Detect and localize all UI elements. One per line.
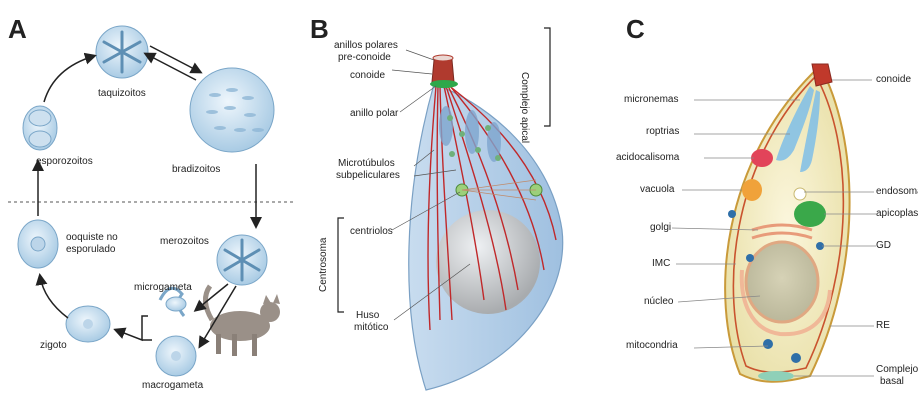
label-bradyzoites: bradizoitos <box>172 164 220 175</box>
arrow-zygote-to-oocyst <box>40 276 68 318</box>
label-spindle-line1: Huso <box>356 310 379 321</box>
label-oocyst-line1: ooquiste no <box>66 232 118 243</box>
label-basal-complex-line2: basal <box>880 376 904 387</box>
polar-ring <box>430 80 458 88</box>
centrosome-bracket <box>338 218 344 312</box>
label-acidocalcisome: acidocalisoma <box>616 152 679 163</box>
preconoid-ring <box>433 55 453 61</box>
arrow-sporozoite-to-tachy <box>44 56 94 102</box>
panel-c-letter: C <box>626 14 645 45</box>
basal-complex <box>758 371 794 381</box>
lifecycle-diagram <box>0 0 300 396</box>
label-conoid: conoide <box>876 74 911 85</box>
nucleus <box>746 242 818 322</box>
label-rhoptries: roptrias <box>646 126 679 137</box>
arrow-tachy-to-brady <box>150 46 200 72</box>
acidocalcisome <box>751 149 773 167</box>
label-microtubules-line1: Microtúbulos <box>338 158 395 169</box>
label-apical-complex: Complejo apical <box>519 72 530 143</box>
label-microgamete: microgameta <box>134 282 192 293</box>
tachyzoite-cell <box>96 26 148 78</box>
label-conoid: conoide <box>350 70 385 81</box>
organelle-diagram <box>610 0 918 396</box>
unsporulated-oocyst <box>18 220 58 268</box>
label-er: RE <box>876 320 890 331</box>
endosome <box>794 188 806 200</box>
label-polar-ring: anillo polar <box>350 108 398 119</box>
label-vacuole: vacuola <box>640 184 674 195</box>
label-dense-granules: GD <box>876 240 891 251</box>
label-preconoid-rings-line1: anillos polares <box>334 40 398 51</box>
zygote <box>66 306 110 342</box>
label-basal-complex-line1: Complejo <box>876 364 918 375</box>
arrow-gametes-to-zygote <box>116 316 148 340</box>
panel-b-cytoskeleton: B anillos polares pre-conoide conoide an… <box>300 0 610 396</box>
panel-c-organelles: C micronemas roptrias acidocalisoma vacu… <box>610 0 918 396</box>
label-mitochondria: mitocondria <box>626 340 678 351</box>
label-microtubules-line2: subpeliculares <box>336 170 400 181</box>
apical-complex-bracket <box>544 28 550 126</box>
macrogamete <box>156 336 196 376</box>
label-macrogamete: macrogameta <box>142 380 203 391</box>
label-apicoplast: apicoplasto <box>876 208 918 219</box>
label-preconoid-rings-line2: pre-conoide <box>338 52 391 63</box>
label-merozoites: merozoitos <box>160 236 209 247</box>
label-tachyzoites: taquizoitos <box>98 88 146 99</box>
conoid <box>432 60 454 82</box>
label-nucleus: núcleo <box>644 296 673 307</box>
vacuole <box>742 179 762 201</box>
label-centrioles: centriolos <box>350 226 393 237</box>
panel-a-lifecycle: A taquizoitos bradizoitos esporozoitos m… <box>0 0 300 396</box>
label-imc: IMC <box>652 258 670 269</box>
arrow-brady-to-tachy <box>146 54 196 80</box>
conoid <box>812 64 832 86</box>
label-oocyst-line2: esporulado <box>66 244 115 255</box>
merozoite-cell <box>217 235 267 285</box>
panel-a-letter: A <box>8 14 27 45</box>
sporozoite-oocyst <box>23 106 57 150</box>
label-micronemes: micronemas <box>624 94 678 105</box>
cat-host <box>205 286 280 356</box>
label-spindle-line2: mitótico <box>354 322 388 333</box>
label-zygote: zigoto <box>40 340 67 351</box>
label-sporozoites: esporozoitos <box>36 156 93 167</box>
apicoplast <box>794 201 826 227</box>
bradyzoite-cyst <box>190 68 274 152</box>
panel-b-letter: B <box>310 14 329 45</box>
label-golgi: golgi <box>650 222 671 233</box>
label-centrosome: Centrosoma <box>318 238 329 292</box>
